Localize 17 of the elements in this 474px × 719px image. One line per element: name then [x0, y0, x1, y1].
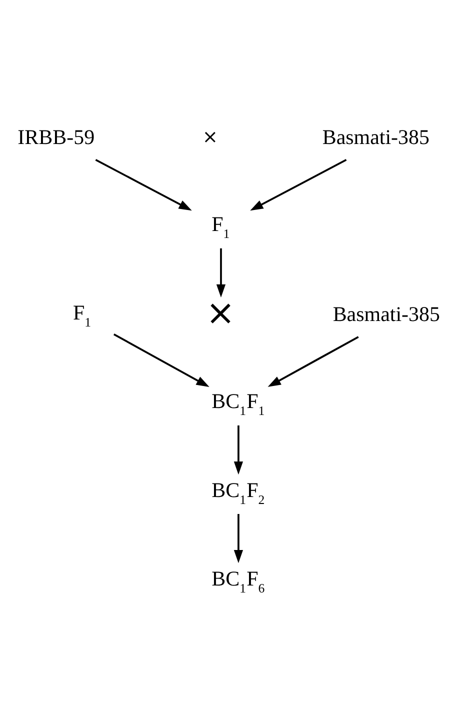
arrow — [113, 333, 210, 387]
node-text: BC$_{1}$F$_{2}$ — [212, 477, 265, 506]
node-text: Basmati-385 — [322, 124, 430, 148]
node-text: × — [206, 292, 236, 333]
node-text: F$_{1}$ — [212, 212, 230, 241]
node-text: BC$_{1}$F$_{1}$ — [212, 388, 265, 418]
arrow — [268, 336, 359, 386]
arrow — [216, 248, 226, 297]
node-text: F$_{1}$ — [73, 300, 92, 330]
arrow — [234, 513, 244, 563]
node-text: Basmati-385 — [332, 301, 440, 326]
arrow — [250, 158, 347, 210]
arrow — [234, 424, 244, 474]
node-text: BC$_{1}$F$_{6}$ — [212, 566, 265, 595]
label: × — [202, 126, 218, 148]
arrow — [95, 158, 192, 210]
node-text: IRBB-59 — [18, 124, 95, 148]
